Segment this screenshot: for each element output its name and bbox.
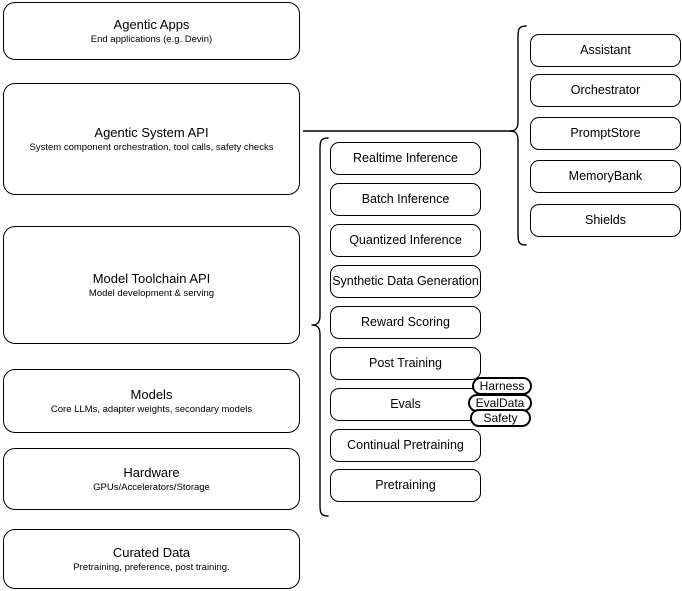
layer-box-agentic-apps[interactable]: Agentic Apps End applications (e.g. Devi…: [3, 2, 300, 60]
capability-box-synthetic-data-generation[interactable]: Synthetic Data Generation: [330, 265, 481, 298]
capability-box-post-training[interactable]: Post Training: [330, 347, 481, 380]
layer-subtitle: Pretraining, preference, post training.: [73, 561, 230, 573]
system-component-label: Assistant: [580, 43, 631, 57]
layer-title: Agentic Apps: [113, 16, 190, 32]
eval-callout-harness[interactable]: Harness: [472, 377, 532, 395]
layer-subtitle: End applications (e.g. Devin): [90, 33, 213, 45]
capability-label: Pretraining: [375, 478, 436, 492]
layer-box-agentic-system-api[interactable]: Agentic System API System component orch…: [3, 83, 300, 195]
capability-box-pretraining[interactable]: Pretraining: [330, 469, 481, 502]
layer-subtitle: Model development & serving: [88, 287, 215, 299]
capability-box-realtime-inference[interactable]: Realtime Inference: [330, 142, 481, 175]
system-component-label: Shields: [585, 213, 626, 227]
layer-subtitle: Core LLMs, adapter weights, secondary mo…: [50, 403, 253, 415]
capability-label: Realtime Inference: [353, 151, 458, 165]
system-component-box-assistant[interactable]: Assistant: [530, 34, 681, 67]
system-component-box-memorybank[interactable]: MemoryBank: [530, 160, 681, 193]
layer-box-hardware[interactable]: Hardware GPUs/Accelerators/Storage: [3, 448, 300, 510]
layer-title: Agentic System API: [94, 124, 209, 140]
capability-box-evals[interactable]: Evals: [330, 388, 481, 421]
brace-toolchain-capabilities: [311, 137, 329, 517]
layer-title: Models: [130, 386, 173, 402]
layer-subtitle: System component orchestration, tool cal…: [29, 141, 274, 153]
capability-box-continual-pretraining[interactable]: Continual Pretraining: [330, 429, 481, 462]
brace-system-components: [509, 25, 527, 246]
layer-title: Model Toolchain API: [92, 270, 211, 286]
capability-label: Quantized Inference: [349, 233, 462, 247]
capability-label: Post Training: [369, 356, 442, 370]
capability-label: Evals: [390, 397, 421, 411]
layer-subtitle: GPUs/Accelerators/Storage: [93, 481, 210, 493]
layer-box-model-toolchain-api[interactable]: Model Toolchain API Model development & …: [3, 226, 300, 344]
capability-box-reward-scoring[interactable]: Reward Scoring: [330, 306, 481, 339]
system-component-box-orchestrator[interactable]: Orchestrator: [530, 74, 681, 107]
layer-box-models[interactable]: Models Core LLMs, adapter weights, secon…: [3, 369, 300, 433]
system-component-label: Orchestrator: [570, 83, 641, 97]
layer-title: Hardware: [123, 464, 180, 480]
system-component-box-promptstore[interactable]: PromptStore: [530, 117, 681, 150]
system-component-label: MemoryBank: [568, 169, 643, 183]
capability-label: Continual Pretraining: [347, 438, 464, 452]
layer-box-curated-data[interactable]: Curated Data Pretraining, preference, po…: [3, 529, 300, 589]
capability-label: Reward Scoring: [361, 315, 450, 329]
capability-label: Synthetic Data Generation: [332, 274, 479, 288]
system-component-box-shields[interactable]: Shields: [530, 204, 681, 237]
capability-box-batch-inference[interactable]: Batch Inference: [330, 183, 481, 216]
capability-label: Batch Inference: [361, 192, 450, 206]
eval-callout-safety[interactable]: Safety: [470, 409, 531, 427]
system-component-label: PromptStore: [570, 126, 641, 140]
capability-box-quantized-inference[interactable]: Quantized Inference: [330, 224, 481, 257]
layer-title: Curated Data: [112, 544, 191, 560]
